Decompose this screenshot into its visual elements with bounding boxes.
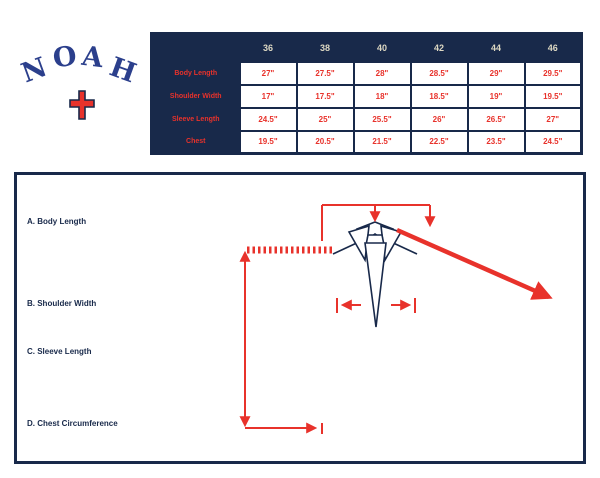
- diagram-label-sleeve-length: C. Sleeve Length: [27, 347, 92, 356]
- size-value-cell: 26.5": [466, 106, 526, 132]
- size-value-cell: 21.5": [352, 129, 412, 155]
- size-value-cell: 19.5": [523, 83, 583, 109]
- size-value-cell: 27": [523, 106, 583, 132]
- size-value-cell: 29": [466, 60, 526, 86]
- table-row-shoulder-width: Shoulder Width 17" 17.5" 18" 18.5" 19" 1…: [150, 83, 583, 109]
- size-value-cell: 24.5": [523, 129, 583, 155]
- diagram-label-shoulder-width: B. Shoulder Width: [27, 299, 97, 308]
- logo-letter: A: [80, 40, 105, 75]
- size-value-cell: 27": [238, 60, 298, 86]
- garment-outline: [332, 221, 418, 328]
- diagram-label-chest-circumference: D. Chest Circumference: [27, 419, 118, 428]
- row-label: Chest: [150, 129, 241, 155]
- size-column-header: 46: [523, 32, 583, 63]
- size-column-header: 38: [295, 32, 355, 63]
- size-value-cell: 28.5": [409, 60, 469, 86]
- size-value-cell: 18": [352, 83, 412, 109]
- size-value-cell: 19.5": [238, 129, 298, 155]
- size-value-cell: 26": [409, 106, 469, 132]
- row-label: Shoulder Width: [150, 83, 241, 109]
- table-row-sleeve-length: Sleeve Length 24.5" 25" 25.5" 26" 26.5" …: [150, 106, 583, 132]
- brand-logo: N O A H: [17, 40, 142, 122]
- size-value-cell: 19": [466, 83, 526, 109]
- size-column-header: 36: [238, 32, 298, 63]
- logo-letter: N: [17, 51, 52, 90]
- size-value-cell: 17": [238, 83, 298, 109]
- size-value-cell: 27.5": [295, 60, 355, 86]
- size-value-cell: 25.5": [352, 106, 412, 132]
- garment-measurement-drawing: [239, 204, 553, 434]
- size-value-cell: 23.5": [466, 129, 526, 155]
- size-value-cell: 18.5": [409, 83, 469, 109]
- size-value-cell: 24.5": [238, 106, 298, 132]
- measurement-diagram-panel: A. Body Length B. Shoulder Width C. Slee…: [14, 172, 586, 464]
- size-value-cell: 25": [295, 106, 355, 132]
- size-chart-table: 36 38 40 42 44 46 Body Length 27" 27.5" …: [150, 32, 583, 155]
- noah-cross-icon: [69, 90, 95, 120]
- table-row-body-length: Body Length 27" 27.5" 28" 28.5" 29" 29.5…: [150, 60, 583, 86]
- table-row-chest: Chest 19.5" 20.5" 21.5" 22.5" 23.5" 24.5…: [150, 129, 583, 155]
- diagram-label-body-length: A. Body Length: [27, 217, 87, 226]
- size-column-header: 44: [466, 32, 526, 63]
- size-column-header: 42: [409, 32, 469, 63]
- size-value-cell: 28": [352, 60, 412, 86]
- row-label: Sleeve Length: [150, 106, 241, 132]
- row-label: Body Length: [150, 60, 241, 86]
- dimension-lines: [239, 204, 553, 434]
- size-value-cell: 17.5": [295, 83, 355, 109]
- logo-letter: O: [51, 40, 79, 75]
- size-column-header: 40: [352, 32, 412, 63]
- table-corner-cell: [150, 32, 241, 63]
- size-value-cell: 20.5": [295, 129, 355, 155]
- logo-letter: H: [105, 51, 141, 90]
- size-value-cell: 22.5": [409, 129, 469, 155]
- size-table-header-row: 36 38 40 42 44 46: [150, 32, 583, 63]
- size-value-cell: 29.5": [523, 60, 583, 86]
